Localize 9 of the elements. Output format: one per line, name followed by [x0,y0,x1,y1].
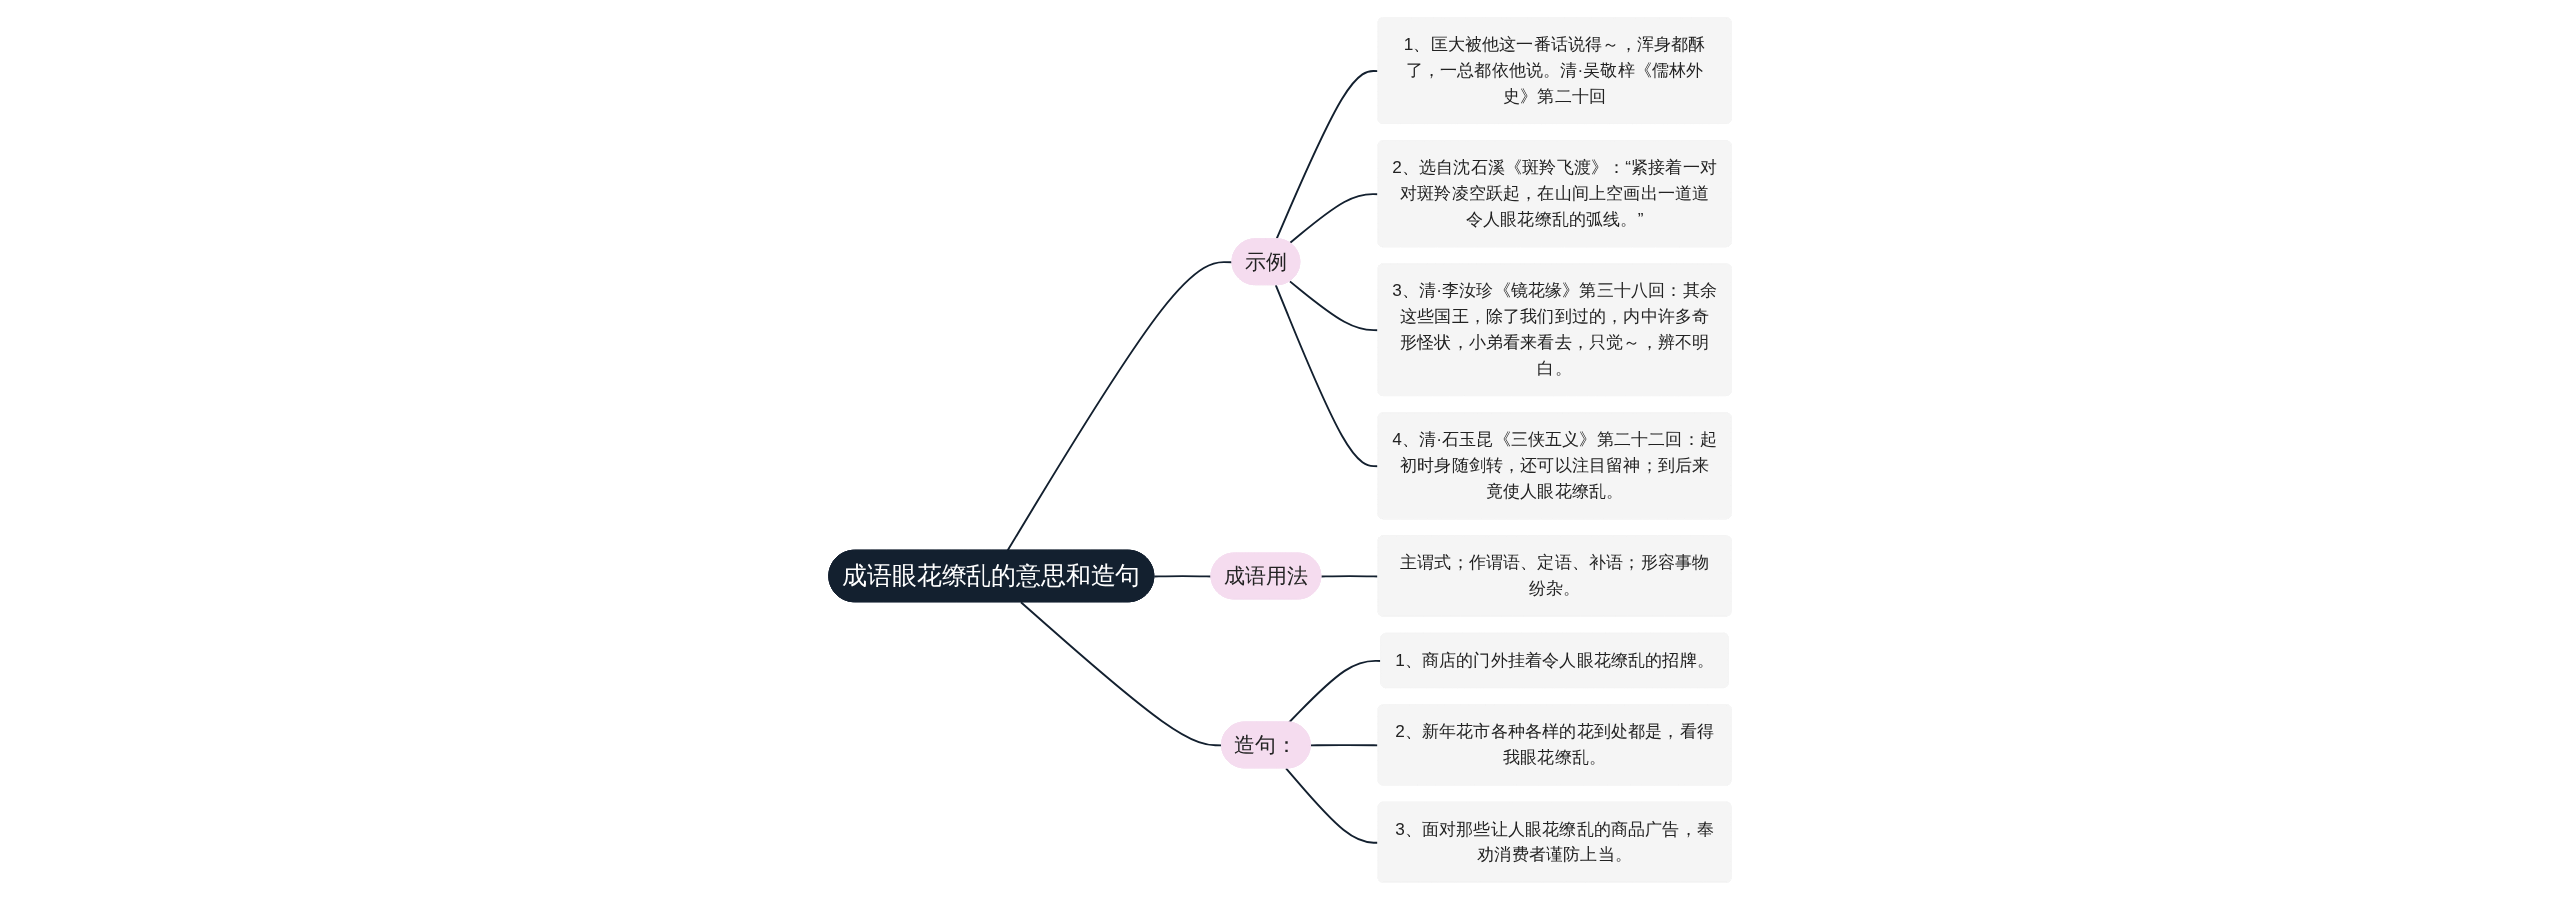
connector [1019,600,1223,746]
connector [1274,283,1380,467]
connector [1309,743,1380,746]
connector [1288,279,1380,331]
connector [1288,192,1380,244]
connector [1275,69,1380,240]
connector [1285,766,1380,844]
connector [1153,574,1213,577]
connector [1320,574,1380,577]
